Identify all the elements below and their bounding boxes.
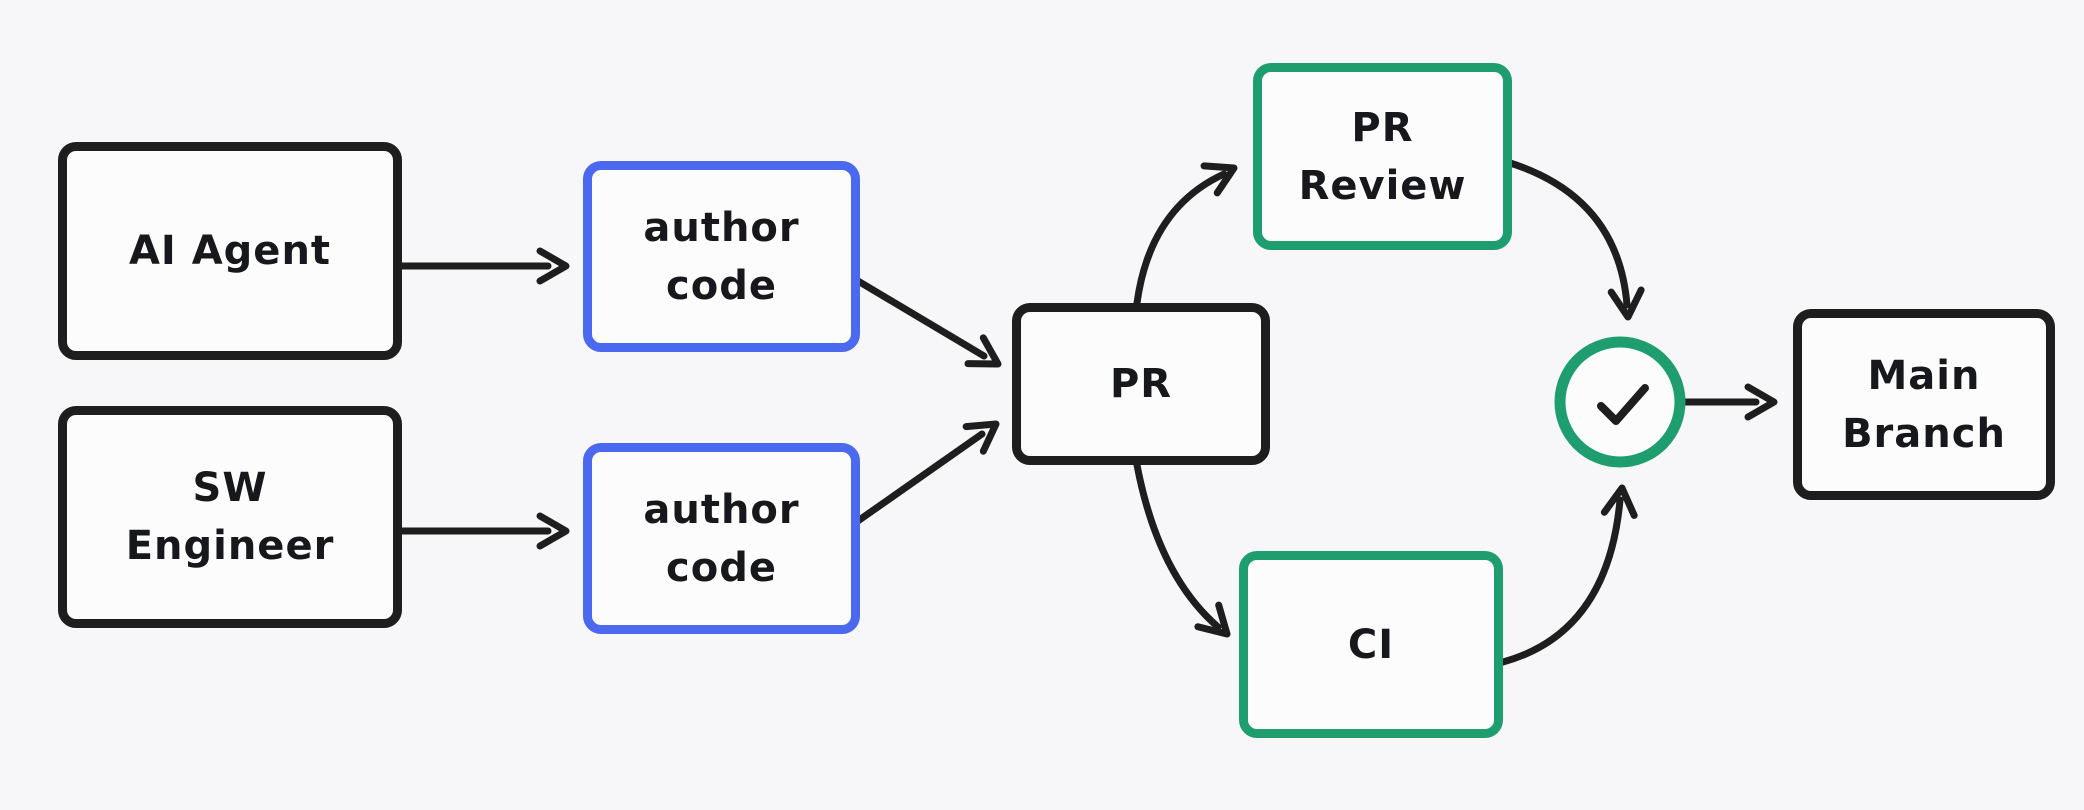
edge-pr-to-pr-review: [1133, 162, 1238, 307]
edge-author-code-bottom-to-pr: [851, 420, 1000, 527]
checkmark-icon: [1597, 384, 1649, 425]
arrowhead-icon: [1200, 162, 1238, 197]
node-ai-agent-label: AI Agent: [128, 228, 332, 274]
node-author-code-top-label: author code: [643, 204, 800, 309]
arrowhead-icon: [1194, 601, 1231, 638]
arrowhead-icon: [962, 420, 1000, 455]
node-pr-review-label: PR Review: [1298, 104, 1467, 209]
node-sw-engineer-label: SW Engineer: [125, 465, 335, 569]
edge-pr-review-to-check: [1503, 158, 1645, 321]
node-main-branch: Main Branch: [1793, 309, 2055, 500]
edge-ci-to-check: [1499, 484, 1638, 666]
edge-pr-to-ci: [1133, 461, 1231, 638]
node-author-code-bottom-label: author code: [643, 486, 800, 591]
arrowhead-icon: [536, 512, 570, 550]
node-pr-review: PR Review: [1253, 63, 1512, 250]
node-sw-engineer: SW Engineer: [58, 406, 402, 628]
arrowhead-icon: [1600, 484, 1638, 519]
node-ai-agent: AI Agent: [58, 142, 402, 360]
arrowhead-icon: [1744, 383, 1778, 421]
node-author-code-bottom: author code: [583, 443, 860, 634]
node-pr: PR: [1012, 303, 1270, 465]
edge-ai-agent-to-author-code: [398, 247, 570, 285]
arrowhead-icon: [1607, 286, 1645, 321]
node-check-circle: [1554, 336, 1686, 468]
arrowhead-icon: [536, 247, 570, 285]
node-ci-label: CI: [1347, 621, 1395, 668]
node-ci: CI: [1239, 551, 1503, 738]
arrowhead-icon: [964, 334, 1002, 368]
edge-sw-engineer-to-author-code: [398, 512, 570, 550]
node-pr-label: PR: [1109, 361, 1173, 407]
edge-check-to-main-branch: [1680, 383, 1778, 421]
node-author-code-top: author code: [583, 161, 860, 352]
edge-author-code-top-to-pr: [854, 277, 1002, 368]
node-main-branch-label: Main Branch: [1842, 352, 2006, 457]
